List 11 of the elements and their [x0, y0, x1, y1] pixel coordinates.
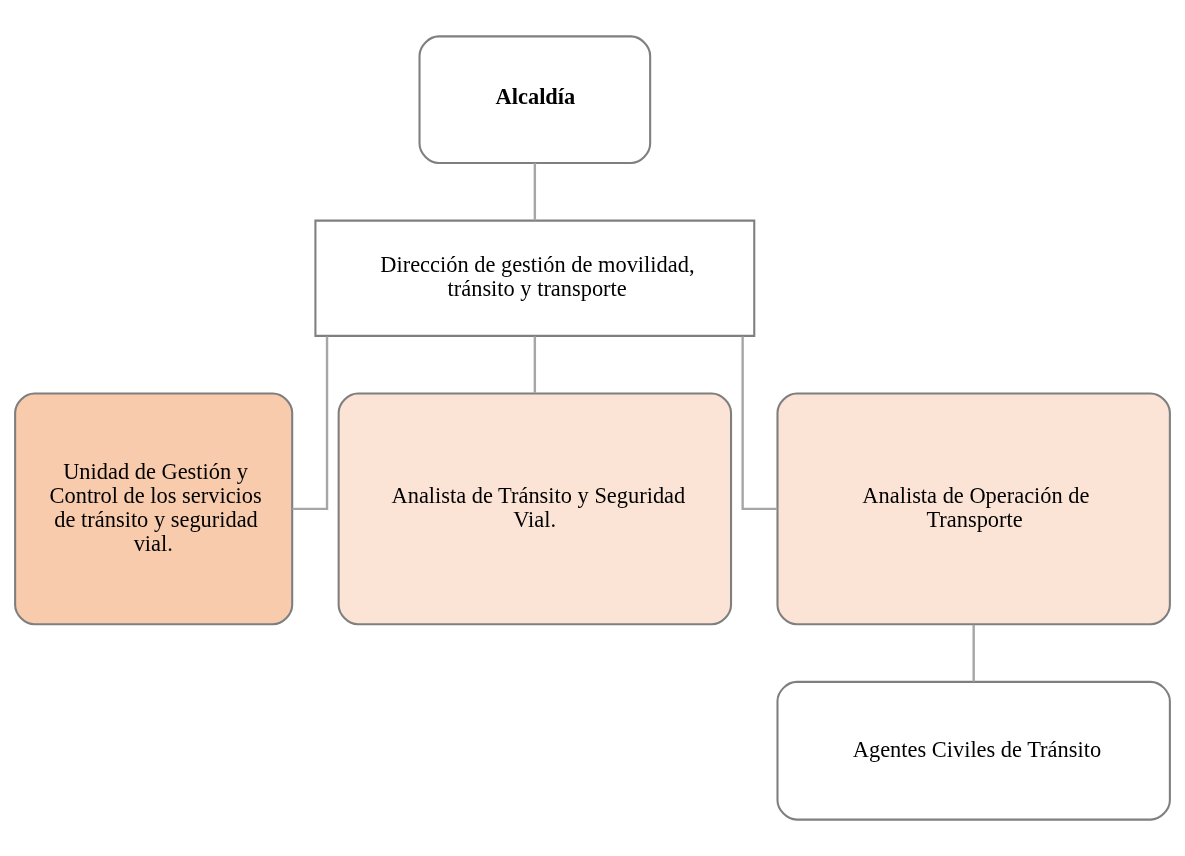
connector — [972, 624, 975, 682]
node-box: Analista de Tránsito y Seguridad Vial. — [337, 392, 733, 626]
node-box: Unidad de Gestión y Control de los servicios de tránsito y seguridad vial. — [14, 392, 294, 626]
node-box: Dirección de gestión de movilidad, tránsito y transporte — [314, 219, 756, 337]
node-box: Alcaldía — [418, 35, 652, 164]
connector — [533, 336, 537, 394]
connector — [533, 163, 537, 221]
node-box: Agentes Civiles de Tránsito — [776, 680, 1171, 821]
connector — [292, 336, 329, 511]
node-box: Analista de Operación de Transporte — [776, 392, 1171, 626]
connector — [741, 336, 778, 511]
